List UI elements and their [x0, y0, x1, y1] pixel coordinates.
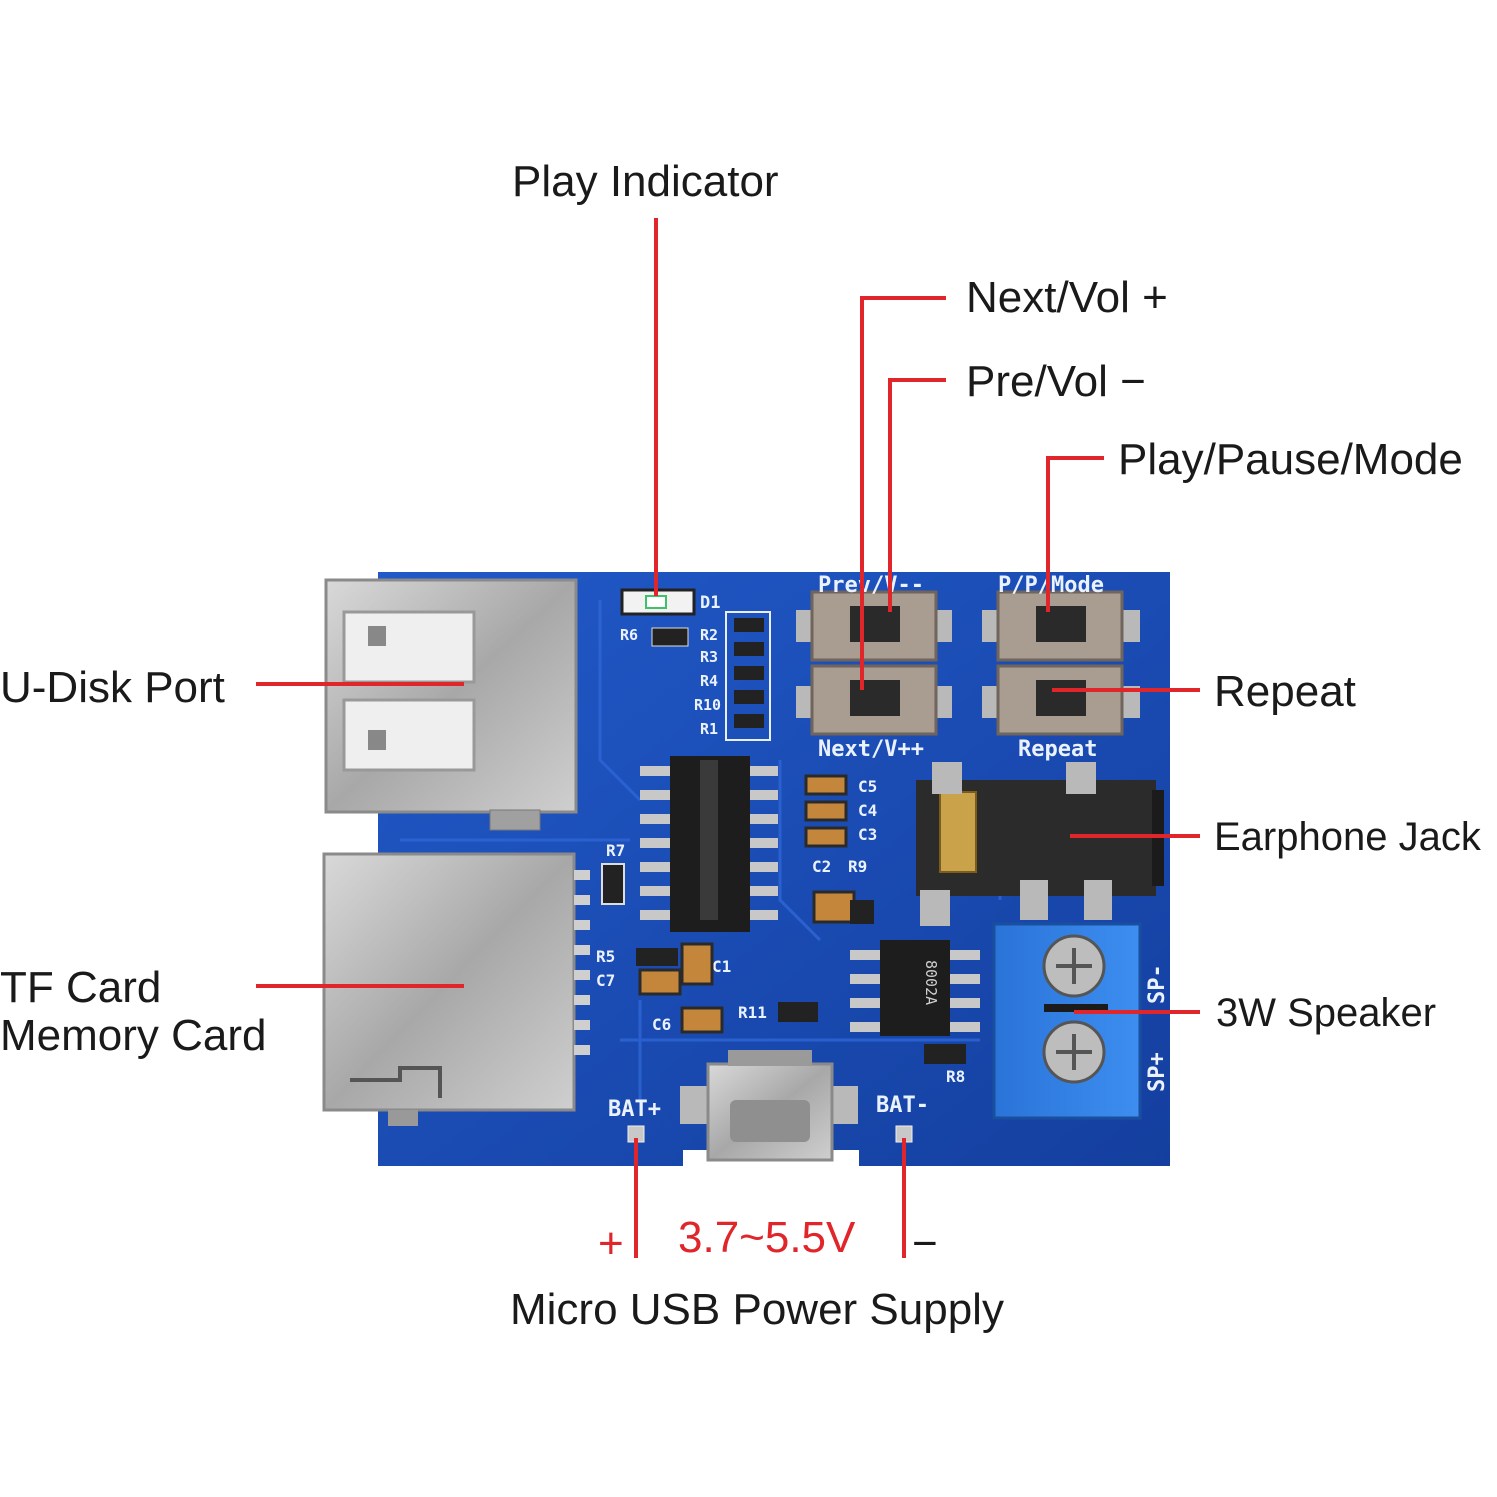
- leader-lines: [256, 218, 1200, 1258]
- speaker-terminal: [992, 922, 1142, 1120]
- label-play-indicator: Play Indicator: [512, 157, 779, 206]
- silk-sp-plus: SP+: [1145, 1052, 1170, 1092]
- label-pre-vol: Pre/Vol −: [966, 357, 1146, 406]
- label-repeat: Repeat: [1214, 667, 1356, 716]
- silk-bat-minus: BAT-: [876, 1093, 929, 1118]
- silk-next: Next/V++: [818, 737, 924, 762]
- micro-usb-port: [680, 1050, 858, 1162]
- silk-r7: R7: [606, 841, 625, 860]
- earphone-jack: [916, 762, 1164, 926]
- capacitor-group: [804, 774, 874, 924]
- silk-c7: C7: [596, 971, 615, 990]
- silk-c3: C3: [858, 825, 877, 844]
- silk-pp-mode: P/P/Mode: [998, 573, 1104, 598]
- silk-c6: C6: [652, 1015, 671, 1034]
- label-play-pause-mode: Play/Pause/Mode: [1118, 435, 1463, 484]
- silk-c2: C2: [812, 857, 831, 876]
- silk-d1: D1: [700, 593, 720, 613]
- silk-r5: R5: [596, 947, 615, 966]
- label-speaker: 3W Speaker: [1216, 991, 1436, 1035]
- passive-parts: [601, 863, 966, 1064]
- tf-card-slot: [322, 852, 590, 1126]
- label-earphone-jack: Earphone Jack: [1214, 815, 1482, 859]
- label-minus: −: [912, 1219, 938, 1268]
- silk-r4: R4: [700, 672, 718, 690]
- button-prev[interactable]: [796, 590, 952, 662]
- silk-r8: R8: [946, 1067, 965, 1086]
- button-next[interactable]: [796, 664, 952, 736]
- chip-marking: 8002A: [922, 960, 940, 1005]
- resistor-array: [651, 611, 771, 741]
- label-next-vol: Next/Vol +: [966, 273, 1168, 322]
- button-repeat[interactable]: [982, 664, 1140, 736]
- silk-r2: R2: [700, 626, 718, 644]
- silk-prev: Prev/V--: [818, 573, 924, 598]
- label-plus: +: [598, 1219, 624, 1268]
- silk-r9: R9: [848, 857, 867, 876]
- silk-r3: R3: [700, 648, 718, 666]
- amplifier-ic: 8002A: [850, 940, 980, 1036]
- label-tf-card: TF Card: [0, 963, 161, 1012]
- silk-repeat: Repeat: [1018, 737, 1097, 762]
- silk-sp-minus: SP-: [1145, 964, 1170, 1004]
- silk-r1: R1: [700, 720, 718, 738]
- silk-c1: C1: [712, 957, 731, 976]
- label-voltage: 3.7~5.5V: [678, 1213, 856, 1262]
- usb-a-port: [324, 578, 578, 831]
- silk-c5: C5: [858, 777, 877, 796]
- silk-r10: R10: [694, 696, 721, 714]
- label-memory-card: Memory Card: [0, 1011, 267, 1060]
- silk-r6: R6: [620, 626, 638, 644]
- silk-bat-plus: BAT+: [608, 1097, 661, 1122]
- silk-c4: C4: [858, 801, 877, 820]
- label-u-disk-port: U-Disk Port: [0, 663, 225, 712]
- silk-r11: R11: [738, 1003, 767, 1022]
- play-indicator-led: D1: [620, 588, 720, 616]
- button-play-pause[interactable]: [982, 590, 1140, 662]
- label-power-supply: Micro USB Power Supply: [510, 1285, 1004, 1334]
- decoder-ic: [640, 756, 778, 932]
